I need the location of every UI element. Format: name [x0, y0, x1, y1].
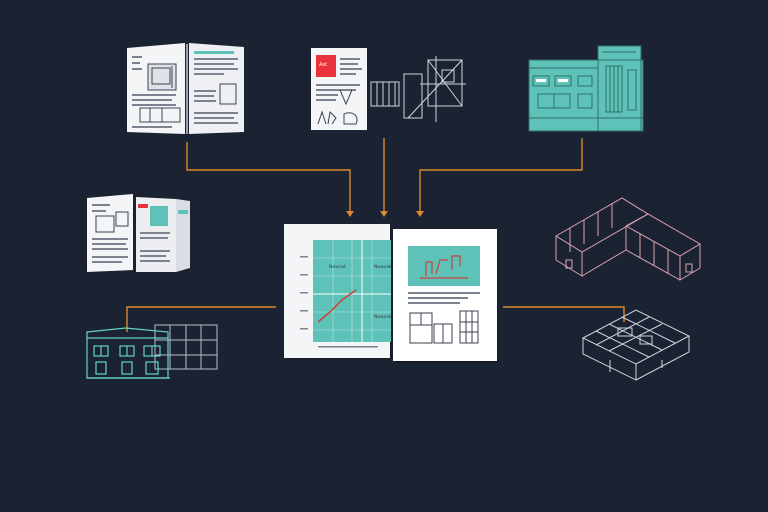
facade-drawing-bottom-left — [86, 324, 218, 379]
red-thumbnail — [316, 55, 336, 77]
center-right-bars — [420, 255, 468, 279]
center-floorplans — [409, 310, 479, 344]
sheet-text-lines — [316, 58, 362, 101]
book-illustration — [139, 63, 181, 123]
thumbnail-label: Ast — [319, 62, 327, 68]
book-left-text-lines — [132, 56, 176, 128]
center-left-axis-ticks — [300, 256, 378, 348]
facade-elevation — [86, 327, 170, 379]
center-panel-label-3: Nowcak — [374, 314, 392, 320]
connector-lines — [126, 138, 625, 332]
center-panel-label-2: Nowcak — [374, 264, 392, 270]
center-right-chart — [408, 246, 480, 286]
isometric-model-bottom-right — [581, 309, 691, 381]
facade-grid — [154, 324, 218, 370]
connector-right — [503, 306, 625, 322]
center-right-text-lines — [408, 292, 480, 304]
spec-sheet-top-middle: Ast — [311, 48, 367, 130]
center-panel-label-1: Nowcat — [329, 264, 346, 270]
connector-top-right — [419, 138, 583, 212]
arrowhead-3 — [416, 211, 424, 217]
wireframe-drawings — [370, 56, 466, 122]
isometric-floorplan-right — [555, 197, 701, 281]
arrowhead-2 — [380, 211, 388, 217]
book-small-figure — [219, 83, 237, 105]
building-windows — [536, 79, 568, 82]
connector-top-left — [186, 142, 351, 212]
open-book-top-left — [127, 43, 244, 134]
connector-left — [126, 306, 276, 332]
sheet-sketches — [317, 89, 358, 125]
center-trend-line — [317, 289, 357, 323]
book-right-text-lines — [194, 58, 238, 124]
teal-building-top-right — [528, 45, 644, 132]
central-document: Nowcat Nowcak Nowcak — [284, 224, 498, 363]
book-heading-bar — [194, 51, 234, 54]
brochure-left — [87, 194, 190, 272]
arrowhead-1 — [346, 211, 354, 217]
connector-arrowheads — [346, 211, 424, 217]
